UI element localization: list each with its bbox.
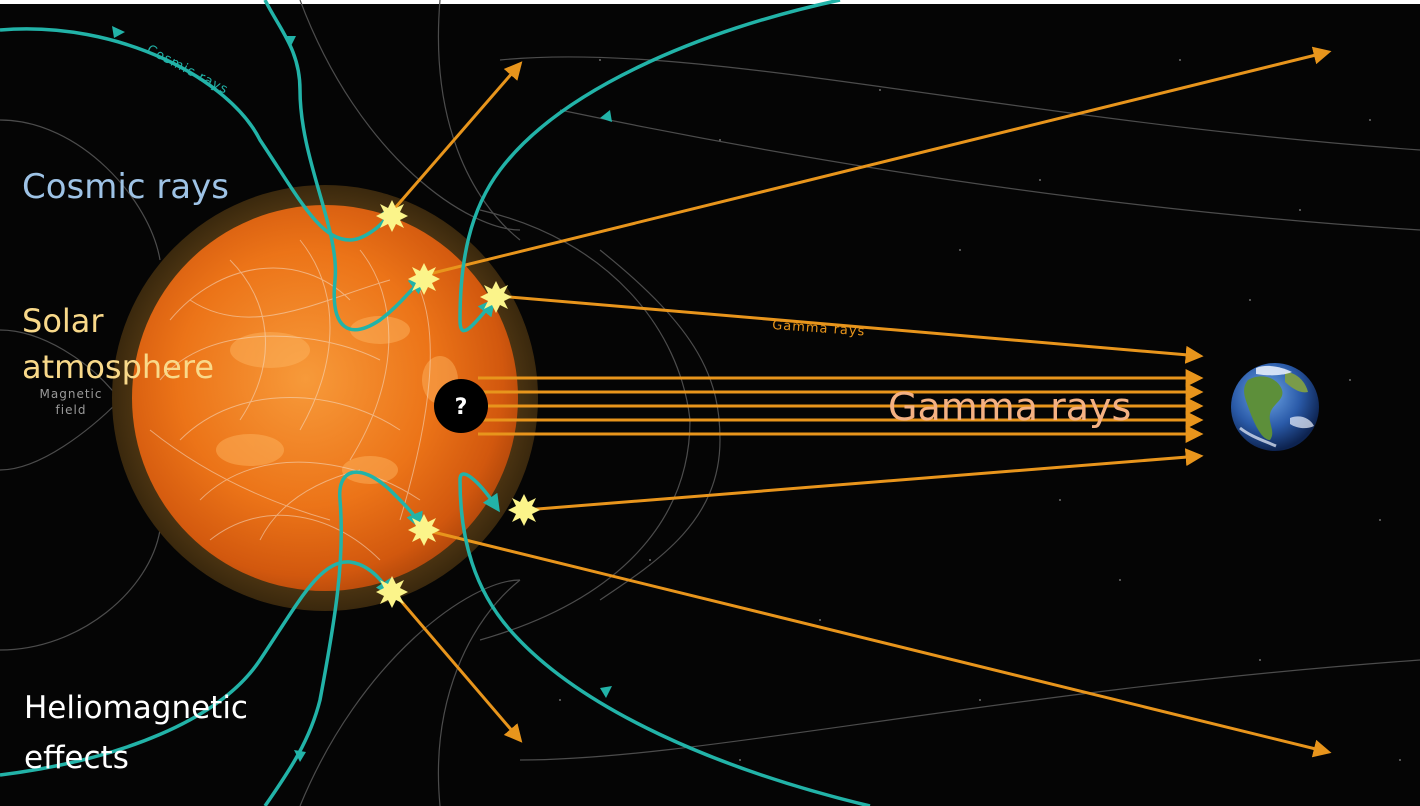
gamma-rays-small-label: Gamma rays	[772, 318, 866, 339]
sun-surface-patches	[216, 316, 458, 484]
burst-icon	[376, 200, 408, 232]
star-field	[559, 59, 1401, 761]
solar-atmosphere-label-line1: Solar	[22, 302, 104, 340]
burst-icon	[376, 576, 408, 608]
burst-icon	[480, 281, 512, 313]
earth-icon	[1231, 363, 1319, 451]
question-mark-icon	[434, 379, 488, 433]
cosmic-ray-arrowheads	[112, 26, 612, 762]
top-white-strip	[0, 0, 1420, 4]
magnetic-field-label-line1: Magnetic	[40, 387, 103, 401]
gamma-ray-upper-escape	[393, 61, 523, 209]
cosmic-ray-path-bottom-right	[458, 472, 871, 806]
cosmic-rays-label: Cosmic rays	[22, 167, 229, 207]
burst-icon	[408, 514, 440, 546]
cosmic-ray-path-top-right	[458, 0, 841, 333]
gamma-rays-bursts	[393, 46, 1332, 758]
heliomagnetic-label-line2: effects	[24, 740, 129, 776]
question-mark-label: ?	[455, 395, 468, 420]
sun-icon	[132, 205, 518, 591]
gamma-ray-lower-escape	[393, 593, 523, 743]
cosmic-ray-path-bottom	[263, 470, 423, 806]
cosmic-ray-path-top-left	[0, 27, 395, 242]
cosmic-ray-paths	[0, 0, 871, 806]
gamma-rays-label: Gamma rays	[888, 385, 1131, 429]
solar-atmosphere-label-line2: atmosphere	[22, 348, 214, 386]
heliomagnetic-label-line1: Heliomagnetic	[24, 690, 248, 726]
gamma-ray-to-earth-top	[497, 294, 1204, 364]
gamma-ray-far-bottom	[424, 528, 1332, 758]
gamma-ray-far-top	[424, 46, 1332, 277]
sun-magnetic-loops	[149, 239, 431, 561]
burst-icon	[508, 494, 540, 526]
gamma-ray-to-earth-bottom	[524, 448, 1204, 512]
gamma-rays-central	[478, 369, 1204, 443]
cosmic-ray-path-bottom-left	[0, 560, 393, 777]
burst-icon	[408, 263, 440, 295]
burst-icons	[376, 200, 540, 608]
cosmic-ray-path-top	[263, 0, 427, 332]
magnetic-field-label-line2: field	[56, 403, 87, 417]
